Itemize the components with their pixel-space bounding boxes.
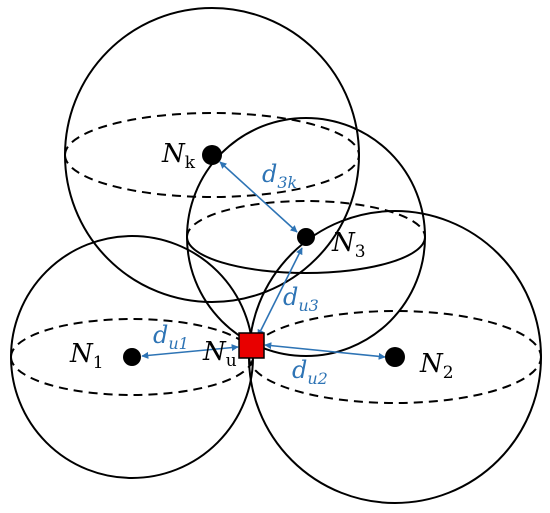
link-du1 — [141, 344, 239, 359]
link-d3k — [219, 161, 298, 233]
label-du1: du1 — [153, 321, 189, 353]
label-n2: N2 — [419, 349, 454, 383]
sphere-nk — [64, 7, 360, 303]
link-du2 — [264, 342, 386, 360]
label-du3: du3 — [283, 283, 319, 315]
link-du3 — [257, 247, 303, 337]
node-n3 — [297, 228, 315, 246]
label-d3k: d3k — [262, 160, 297, 192]
label-du2: du2 — [292, 356, 328, 388]
label-nk: Nk — [161, 139, 196, 173]
label-n1: N1 — [69, 339, 104, 373]
node-n1 — [123, 348, 141, 366]
node-nk — [202, 145, 222, 165]
node-nu — [238, 332, 265, 359]
label-n3: N3 — [331, 228, 366, 262]
label-nu: Nu — [202, 337, 237, 371]
node-n2 — [385, 347, 405, 367]
